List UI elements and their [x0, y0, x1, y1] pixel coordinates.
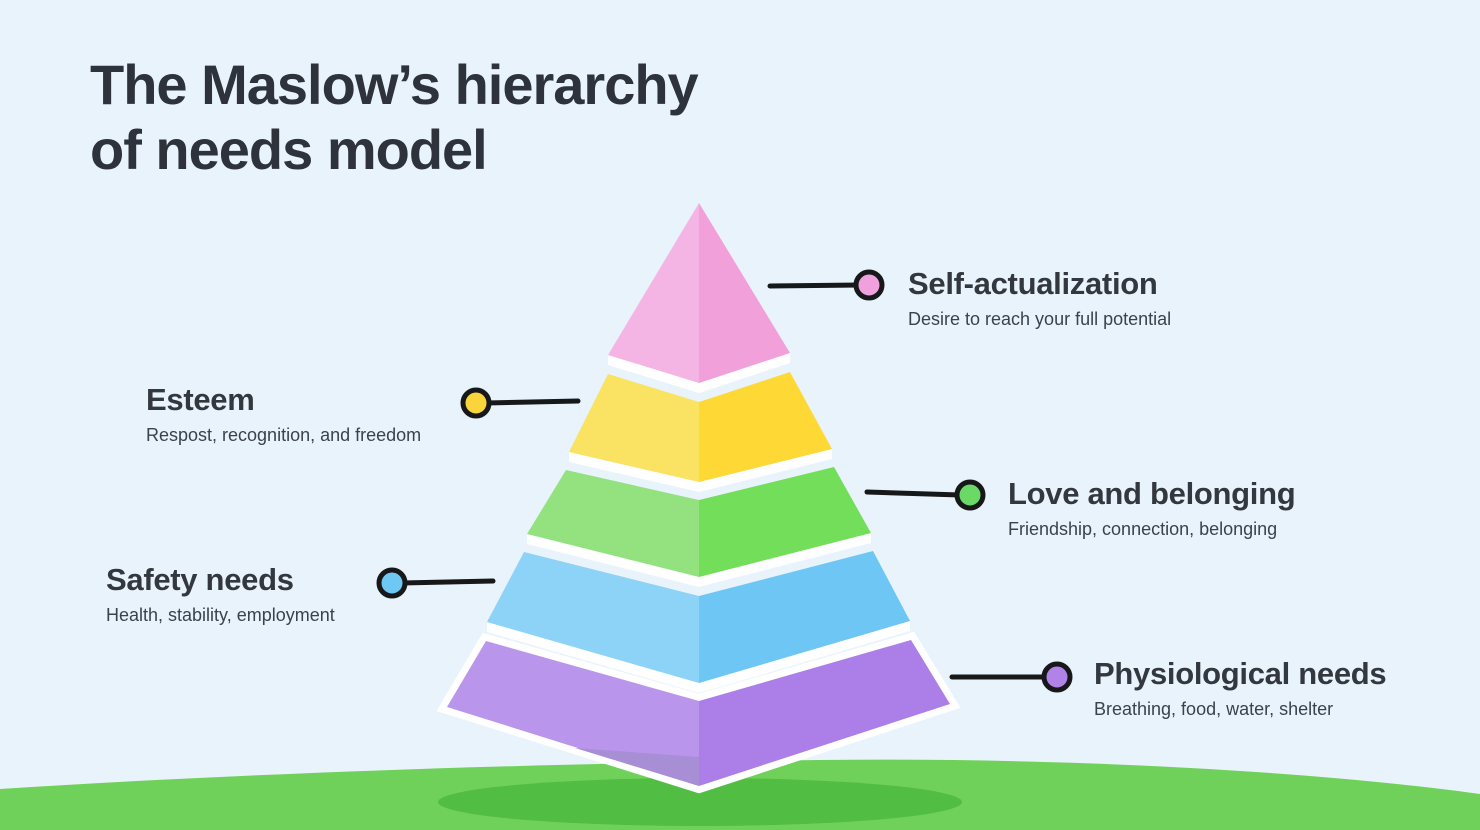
label-self-actualization: Self-actualization Desire to reach your …: [908, 266, 1171, 331]
level-face-right-esteem: [699, 372, 832, 482]
label-title-physiological-needs: Physiological needs: [1094, 656, 1387, 691]
level-bottom-shade-physiological: [575, 748, 699, 786]
label-title-esteem: Esteem: [146, 382, 255, 417]
label-title-safety-needs: Safety needs: [106, 562, 294, 597]
level-face-left-self-actualization: [608, 203, 699, 383]
level-face-left-love: [527, 470, 699, 577]
marker-dots: [376, 269, 1073, 693]
pyramid-level-physiological: [436, 631, 961, 794]
level-ribbon-love: [527, 533, 871, 587]
label-physiological-needs: Physiological needs Breathing, food, wat…: [1094, 656, 1387, 721]
marker-dot-safety-icon: [376, 567, 408, 599]
label-title-love-and-belonging: Love and belonging: [1008, 476, 1296, 511]
pyramid-level-safety: [487, 551, 910, 693]
label-safety-needs: Safety needs Health, stability, employme…: [106, 562, 335, 627]
connector-love: [864, 489, 963, 498]
label-esteem: Esteem Respost, recognition, and freedom: [146, 382, 421, 447]
marker-dot-esteem-icon: [460, 387, 492, 419]
marker-dot-love-icon: [954, 479, 986, 511]
level-ribbon-esteem: [569, 449, 832, 492]
marker-dot-self-actualization-icon: [853, 269, 885, 301]
pyramid-level-esteem: [569, 372, 832, 492]
level-face-right-self-actualization: [699, 203, 790, 383]
level-ribbon-self-actualization: [608, 353, 790, 393]
connector-self-actualization: [767, 282, 863, 289]
level-face-right-safety: [699, 551, 910, 683]
pyramid-level-love: [527, 467, 871, 587]
connector-safety: [399, 578, 496, 586]
connector-lines: [399, 282, 1049, 680]
label-description-safety-needs: Health, stability, employment: [106, 605, 335, 625]
page-title-line2: of needs model: [90, 118, 488, 181]
level-face-right-love: [699, 467, 871, 577]
label-title-self-actualization: Self-actualization: [908, 266, 1158, 301]
connector-esteem: [483, 398, 581, 406]
label-description-physiological-needs: Breathing, food, water, shelter: [1094, 699, 1334, 719]
level-face-left-esteem: [569, 374, 699, 482]
pyramid-level-self-actualization: [608, 203, 790, 393]
label-description-self-actualization: Desire to reach your full potential: [908, 309, 1172, 329]
level-face-left-safety: [487, 552, 699, 683]
level-face-right-physiological: [699, 640, 950, 786]
label-description-esteem: Respost, recognition, and freedom: [146, 425, 422, 445]
label-description-love-and-belonging: Friendship, connection, belonging: [1008, 519, 1278, 539]
page-title-line1: The Maslow’s hierarchy: [90, 53, 699, 116]
level-face-left-physiological: [447, 641, 699, 786]
page-title: The Maslow’s hierarchy of needs model: [90, 52, 699, 182]
pyramid-ground-shadow: [438, 778, 962, 826]
label-love-and-belonging: Love and belonging Friendship, connectio…: [1008, 476, 1296, 541]
marker-dot-physiological-icon: [1041, 661, 1073, 693]
